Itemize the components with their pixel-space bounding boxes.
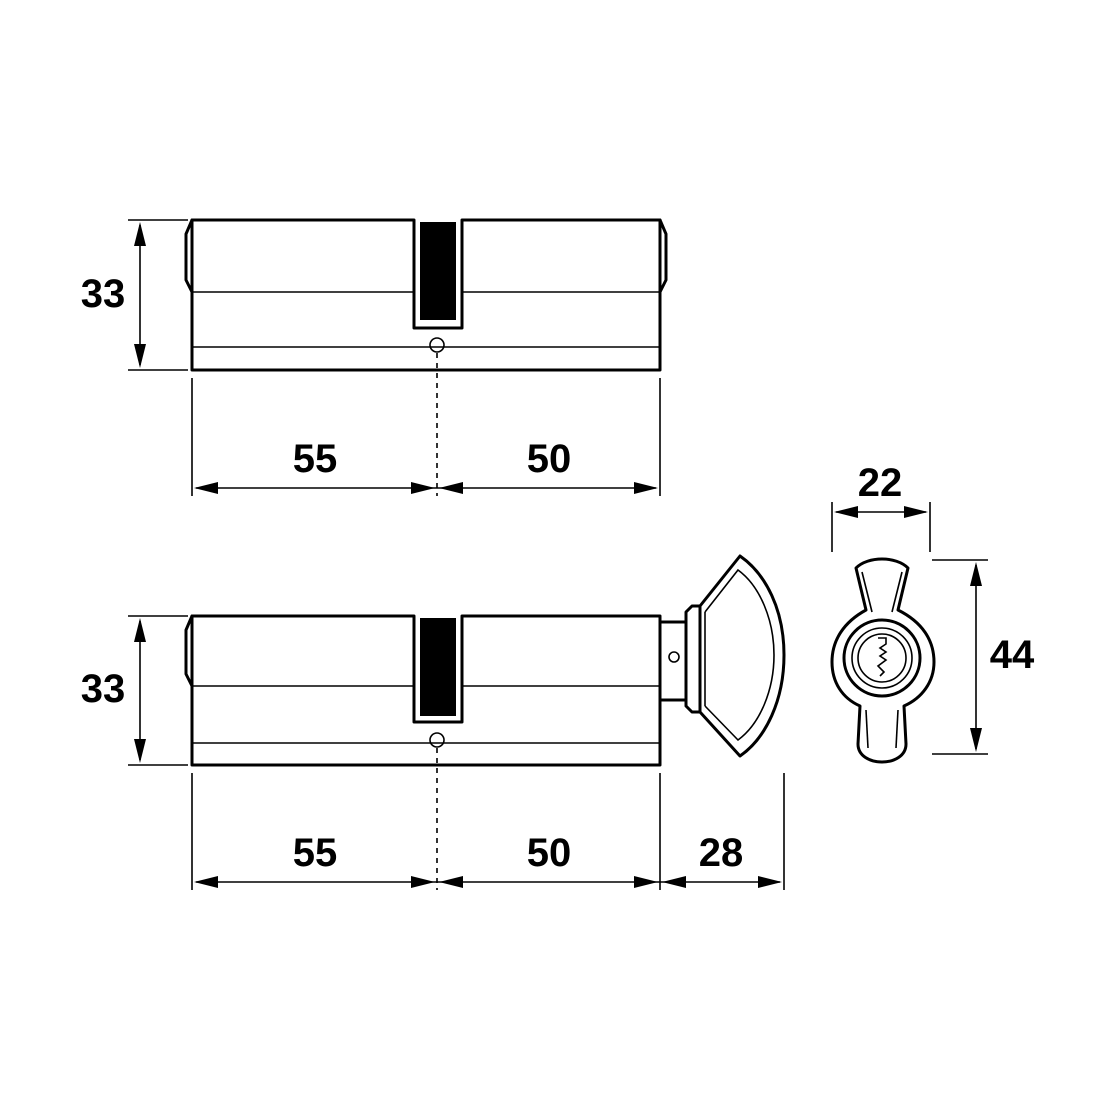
top-height-dimension: 33: [81, 219, 188, 371]
end-view-width-label: 22: [858, 461, 903, 505]
keyway: [876, 637, 888, 677]
bottom-knob-length-label: 28: [699, 831, 744, 875]
top-height-label: 33: [81, 272, 126, 316]
cam: [420, 618, 456, 716]
cam: [420, 222, 456, 320]
fixing-hole: [429, 732, 445, 748]
bottom-left-length-label: 55: [293, 831, 338, 875]
end-view-height-label: 44: [990, 633, 1035, 677]
thumbturn-end-view: [830, 557, 936, 764]
thumbturn-cylinder-drawing: [184, 554, 786, 767]
fixing-hole: [429, 337, 445, 353]
top-length-dimensions: 55 50: [191, 353, 661, 496]
bottom-height-dimension: 33: [81, 615, 188, 766]
double-cylinder-drawing: [184, 218, 668, 372]
bottom-height-label: 33: [81, 667, 126, 711]
bottom-right-length-label: 50: [527, 831, 572, 875]
end-view-width-dimension: 22: [831, 461, 931, 552]
bottom-length-dimensions: 55 50 28: [191, 748, 785, 890]
top-left-length-label: 55: [293, 437, 338, 481]
top-right-length-label: 50: [527, 437, 572, 481]
end-view-height-dimension: 44: [932, 559, 1035, 755]
